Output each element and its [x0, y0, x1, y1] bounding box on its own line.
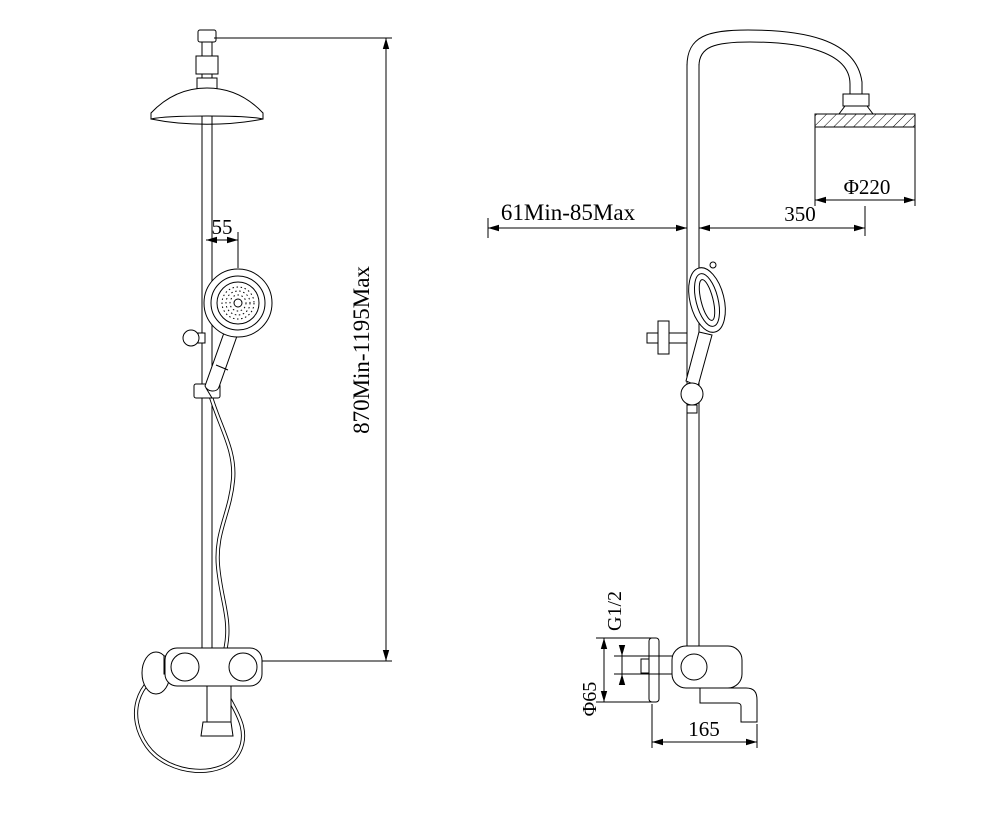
- dimension-column-height: 870Min-1195Max: [214, 37, 392, 662]
- hand-shower-side: [646, 261, 726, 414]
- dimension-hand-shower-offset: 55: [206, 215, 239, 268]
- spout-side: [699, 687, 758, 723]
- dim-phi65-label: Φ65: [579, 682, 601, 717]
- wall-stub: [640, 658, 650, 674]
- dimension-holder-range: 61Min-85Max: [487, 200, 687, 238]
- mixer-valve-front: [141, 647, 263, 737]
- dim-55-label: 55: [212, 215, 233, 239]
- rain-shower-head-side: [814, 113, 916, 128]
- side-view: Φ220 61Min-85Max 350: [487, 29, 916, 748]
- dimension-head-diameter: Φ220: [814, 127, 916, 206]
- dim-165-label: 165: [688, 717, 720, 741]
- hand-shower-handle-side: [685, 331, 713, 387]
- dim-61min-label: 61Min-85Max: [501, 200, 636, 225]
- front-view: 55 870Min-1195Max: [133, 29, 392, 773]
- dim-g12-label: G1/2: [604, 591, 626, 631]
- pipe-top-cap: [197, 29, 217, 43]
- holder-bracket-front: [182, 329, 206, 347]
- dim-phi220-label: Φ220: [844, 175, 891, 199]
- dimension-arm-reach: 350: [699, 202, 866, 236]
- escutcheon-flange: [648, 637, 660, 703]
- dimension-thread: G1/2: [604, 591, 660, 685]
- dim-height-label: 870Min-1195Max: [349, 266, 374, 434]
- union-nut: [195, 55, 219, 75]
- hand-shower-handle: [204, 329, 238, 392]
- hand-shower-front: [203, 268, 273, 399]
- holder-knob: [657, 320, 670, 355]
- mixer-valve-side: [640, 637, 758, 723]
- head-union-nut: [842, 93, 870, 107]
- dimension-flange-diameter: Φ65: [579, 637, 652, 717]
- rain-shower-head-front: [150, 87, 264, 125]
- mixer-spout: [206, 685, 232, 723]
- ball-joint: [680, 382, 704, 406]
- dimension-spout-reach: 165: [651, 704, 758, 748]
- dim-350-label: 350: [784, 202, 816, 226]
- shower-column-front: [195, 29, 219, 648]
